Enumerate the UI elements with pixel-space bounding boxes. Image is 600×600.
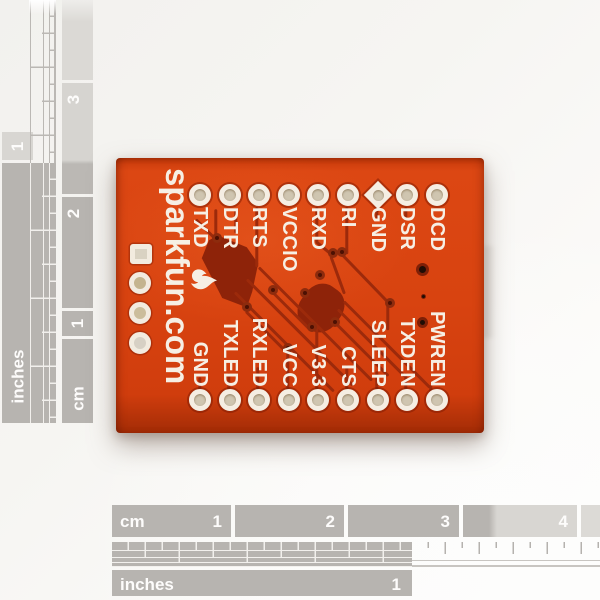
pin-label-bottom: RXLED xyxy=(248,317,270,387)
usb-connector-ghost xyxy=(484,246,496,338)
via xyxy=(307,322,317,332)
pin-hole xyxy=(219,184,241,206)
pin-hole xyxy=(248,389,270,411)
pin-hole xyxy=(248,184,270,206)
pin-label-bottom: GND xyxy=(189,341,211,387)
pin-hole xyxy=(337,184,359,206)
bottom-ruler-inches-label: inches xyxy=(120,575,174,594)
left-ruler-inches-strip: inches xyxy=(2,163,33,423)
pin-label-bottom: TXDEN xyxy=(396,317,418,387)
left-ruler-cm-2-label: 2 xyxy=(64,208,84,219)
pin-hole xyxy=(367,389,389,411)
left-ruler-ticks-lower xyxy=(29,163,56,423)
left-ruler-ticks-upper xyxy=(29,0,56,163)
via xyxy=(300,288,310,298)
pcb-board: sparkfun.com TXD DTR RTS VCC xyxy=(116,158,484,433)
bottom-ruler-ticks-left xyxy=(112,542,412,567)
bottom-ruler-cm-block-1: cm 1 xyxy=(112,505,231,537)
left-ruler-inch-1-block: 1 xyxy=(2,132,33,160)
bottom-ruler-cm-block-2: 2 xyxy=(235,505,344,537)
pin-label-bottom: TXLED xyxy=(219,319,241,387)
component-dot-tiny xyxy=(421,294,426,299)
mounting-pad-round xyxy=(129,272,151,294)
pin-label-bottom: PWREN xyxy=(426,311,448,387)
pin-hole xyxy=(219,389,241,411)
pin-hole xyxy=(337,389,359,411)
pin-label-top: VCCIO xyxy=(278,207,300,272)
bottom-ruler-cm-block-4: 4 xyxy=(463,505,577,537)
via xyxy=(212,233,222,243)
via xyxy=(283,343,293,353)
via xyxy=(242,302,252,312)
via xyxy=(337,247,347,257)
via xyxy=(268,285,278,295)
via xyxy=(328,248,338,258)
component-dot-small xyxy=(417,317,428,328)
left-ruler-cm-top-block xyxy=(62,0,93,80)
pin-label-top: DSR xyxy=(396,207,418,251)
left-ruler-cm-unit-label: cm xyxy=(68,386,88,411)
pin-label-bottom: CTS xyxy=(337,346,359,387)
pin-hole xyxy=(189,389,211,411)
bottom-ruler-inch-1-label: 1 xyxy=(391,575,401,594)
left-ruler-cm-2-block: 2 xyxy=(62,197,93,308)
bottom-ruler-cm-3-label: 3 xyxy=(440,512,450,531)
bottom-ruler-cm-4-label: 4 xyxy=(558,512,568,531)
pin-label-top: GND xyxy=(367,207,389,253)
left-ruler-cm-1-label: 1 xyxy=(68,318,87,329)
pin-hole xyxy=(189,184,211,206)
via xyxy=(385,298,395,308)
pin-hole xyxy=(278,389,300,411)
bottom-ruler-inches-bar: inches 1 xyxy=(112,570,412,596)
pin-hole xyxy=(426,389,448,411)
bottom-ruler-cm-1-label: 1 xyxy=(212,512,222,531)
left-ruler-inches-label: inches xyxy=(8,349,28,404)
bottom-ruler-ticks-right xyxy=(412,542,600,567)
pin-hole xyxy=(396,184,418,206)
pin-hole xyxy=(426,184,448,206)
sparkfun-flame-icon xyxy=(190,269,217,290)
pin-label-top: RTS xyxy=(248,207,270,248)
pin-label-top: RI xyxy=(337,207,359,228)
left-ruler-inch-1-label: 1 xyxy=(8,141,27,151)
pin-hole xyxy=(278,184,300,206)
mounting-pad-round xyxy=(129,332,151,354)
pin-label-bottom: V3.3 xyxy=(307,344,329,387)
left-ruler-cm-3-block: 3 xyxy=(62,83,93,194)
mounting-pad-square xyxy=(130,244,152,264)
pin-hole xyxy=(307,389,329,411)
left-ruler-cm-1-block: 1 xyxy=(62,311,93,336)
bottom-ruler-cm-unit-label: cm xyxy=(120,512,145,531)
left-ruler-cm-unit-block: cm xyxy=(62,339,93,423)
pin-label-top: RXD xyxy=(307,207,329,251)
bottom-ruler-cm-block-3: 3 xyxy=(348,505,459,537)
pin-label-top: DTR xyxy=(219,207,241,250)
pin-hole xyxy=(372,189,384,201)
left-ruler-cm-3-label: 3 xyxy=(64,94,84,105)
component-dot-large xyxy=(416,263,429,276)
pin-hole xyxy=(396,389,418,411)
bottom-ruler-cm-block-5 xyxy=(581,505,600,537)
pin-label-top: DCD xyxy=(426,207,448,252)
pin-label-bottom: VCC xyxy=(278,343,300,387)
bottom-ruler-cm-2-label: 2 xyxy=(325,512,335,531)
via xyxy=(315,270,325,280)
pin-label-top: TXD xyxy=(189,207,211,248)
pin-label-bottom: SLEEP xyxy=(367,319,389,387)
mounting-pad-round xyxy=(129,302,151,324)
via xyxy=(330,317,340,327)
pin-hole xyxy=(307,184,329,206)
